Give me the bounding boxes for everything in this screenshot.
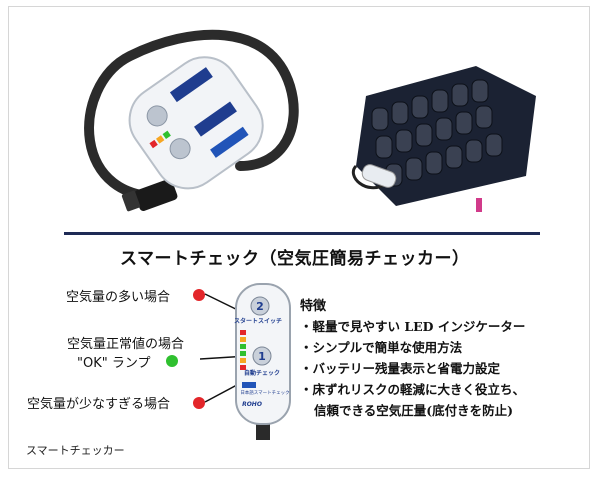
feature-item: ・床ずれリスクの軽減に大きく役立ち、 xyxy=(300,382,526,397)
smart-checker-photo xyxy=(84,29,299,212)
indicator-low-dot xyxy=(193,397,205,409)
features-heading: 特徴 xyxy=(300,299,327,314)
feature-item: ・軽量で見やすい LED インジケーター xyxy=(300,319,526,334)
feature-item-continuation: 信頼できる空気圧量(底付きを防止) xyxy=(300,400,525,421)
feature-item-continuation-text: 信頼できる空気圧量(底付きを防止) xyxy=(314,403,514,418)
indicator-high-dot xyxy=(193,289,205,301)
feature-list: ・軽量で見やすい LED インジケーター ・シンプルで簡単な使用方法 ・バッテリ… xyxy=(300,316,525,421)
indicator-normal-label-line1: 空気量正常値の場合 xyxy=(67,337,185,352)
indicator-normal-label-line2: "OK" ランプ xyxy=(77,356,151,371)
feature-item: ・バッテリー残量表示と省電力設定 xyxy=(300,361,501,376)
indicator-low-label: 空気量が少なすぎる場合 xyxy=(27,397,171,412)
device-button2-number: 2 xyxy=(256,300,264,313)
indicator-high-label: 空気量の多い場合 xyxy=(66,290,171,305)
device-button1-number: 1 xyxy=(258,350,266,363)
cushion-photo xyxy=(351,66,536,212)
smart-checker-device: 2 スタートスイッチ 1 自動チェック 日本語スマートチェック ROHO xyxy=(234,283,291,440)
section-divider xyxy=(64,232,540,235)
indicator-ok-dot xyxy=(166,355,178,367)
device-button1-text: 自動チェック xyxy=(244,369,280,377)
feature-item: ・シンプルで簡単な使用方法 xyxy=(300,340,463,355)
device-small-text: 日本語スマートチェック xyxy=(240,389,289,396)
figure-caption: スマートチェッカー xyxy=(26,444,125,457)
section-title: スマートチェック（空気圧簡易チェッカー） xyxy=(120,249,470,269)
device-button2-text: スタートスイッチ xyxy=(234,317,282,325)
device-brand: ROHO xyxy=(242,401,262,408)
